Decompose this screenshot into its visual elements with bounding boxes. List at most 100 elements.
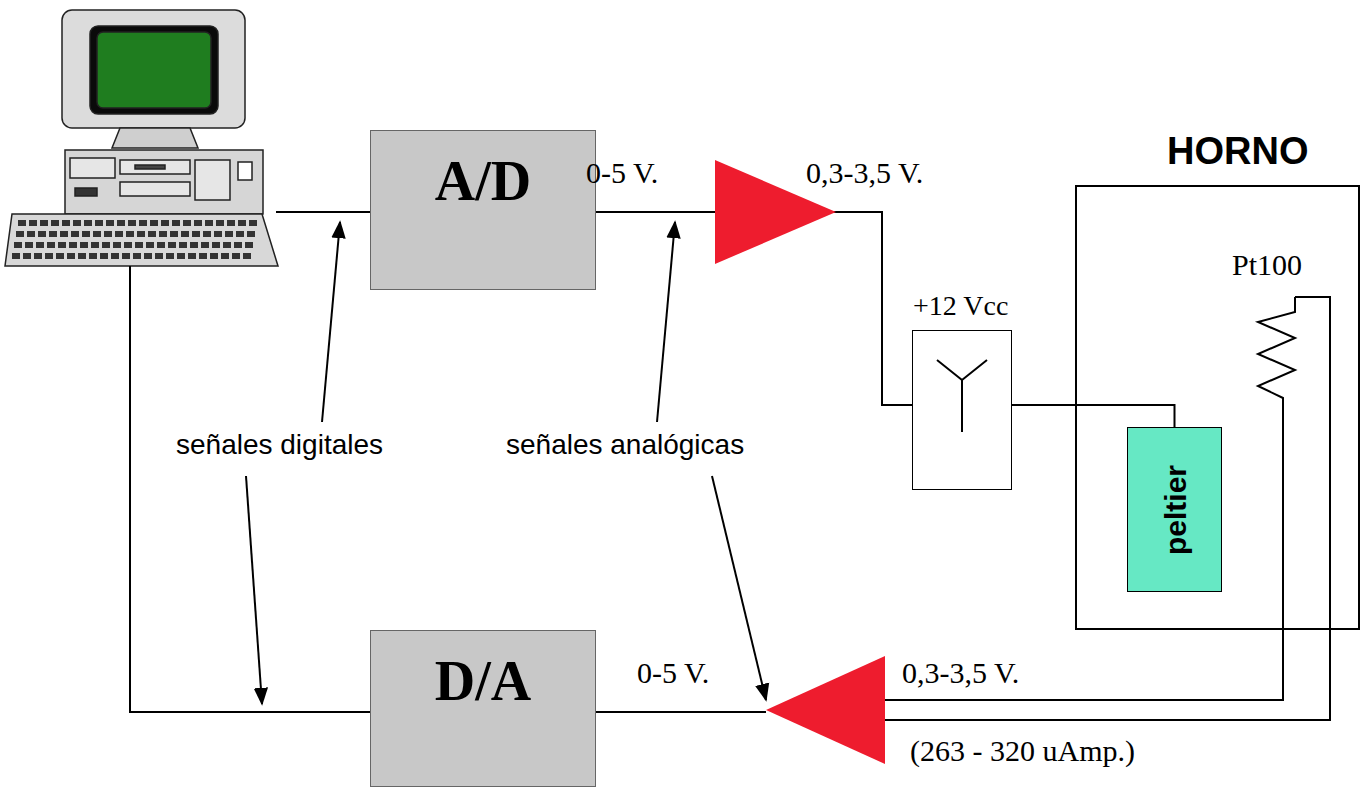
leader-arrow — [657, 222, 675, 422]
computer-icon — [111, 253, 119, 259]
computer-icon — [56, 253, 64, 259]
computer-icon — [93, 231, 101, 237]
computer-icon — [120, 182, 190, 196]
computer-icon — [223, 242, 231, 248]
computer-icon — [234, 242, 242, 248]
computer-icon — [150, 220, 158, 226]
computer-icon — [247, 231, 255, 237]
computer-icon — [159, 231, 167, 237]
computer-icon — [195, 160, 230, 200]
amplifier-triangle — [766, 656, 885, 764]
computer-icon — [172, 220, 180, 226]
computer-icon — [5, 10, 278, 266]
computer-icon — [210, 253, 218, 259]
computer-icon — [14, 242, 22, 248]
computer-icon — [23, 253, 31, 259]
computer-icon — [214, 231, 222, 237]
computer-icon — [238, 162, 252, 180]
computer-icon — [122, 253, 130, 259]
computer-icon — [139, 220, 147, 226]
signal-type-note: señales analógicas — [506, 430, 744, 461]
computer-icon — [106, 220, 114, 226]
computer-icon — [18, 220, 26, 226]
computer-icon — [148, 231, 156, 237]
signal-wire — [276, 211, 370, 213]
computer-icon — [168, 242, 176, 248]
computer-icon — [75, 188, 97, 196]
computer-icon — [5, 214, 278, 266]
computer-icon — [221, 253, 229, 259]
computer-icon — [73, 220, 81, 226]
signal-connector — [1012, 405, 1175, 427]
converter-name: A/D — [371, 131, 595, 213]
computer-icon — [236, 231, 244, 237]
computer-icon — [102, 242, 110, 248]
computer-icon — [51, 220, 59, 226]
computer-icon — [113, 242, 121, 248]
supply-label: +12 Vcc — [913, 291, 1008, 322]
computer-icon — [12, 253, 20, 259]
computer-icon — [155, 253, 163, 259]
computer-icon — [97, 32, 211, 108]
computer-icon — [80, 242, 88, 248]
signal-wire — [130, 212, 1330, 720]
computer-icon — [62, 220, 70, 226]
computer-icon — [245, 242, 253, 248]
computer-icon — [16, 231, 24, 237]
computer-icon — [225, 231, 233, 237]
computer-icon — [70, 158, 115, 178]
computer-icon — [203, 231, 211, 237]
computer-icon — [201, 242, 209, 248]
computer-icon — [192, 231, 200, 237]
computer-icon — [126, 231, 134, 237]
computer-icon — [117, 220, 125, 226]
computer-icon — [112, 128, 198, 148]
computer-icon — [166, 253, 174, 259]
computer-icon — [65, 150, 263, 214]
transistor-symbol — [961, 380, 963, 432]
peltier-name: peltier — [1158, 464, 1191, 554]
computer-icon — [216, 220, 224, 226]
computer-icon — [227, 220, 235, 226]
transistor-symbol — [937, 360, 987, 380]
computer-icon — [36, 242, 44, 248]
computer-icon — [243, 253, 251, 259]
computer-icon — [78, 253, 86, 259]
computer-icon — [135, 242, 143, 248]
computer-icon — [91, 242, 99, 248]
computer-icon — [238, 220, 246, 226]
computer-icon — [38, 231, 46, 237]
computer-icon — [133, 253, 141, 259]
computer-icon — [82, 231, 90, 237]
voltage-range: 0-5 V. — [586, 156, 658, 189]
resistor-symbol — [1258, 297, 1295, 418]
peltier-box: peltier — [1127, 427, 1222, 592]
computer-icon — [27, 231, 35, 237]
computer-icon — [45, 253, 53, 259]
voltage-range: 0,3-3,5 V. — [806, 156, 923, 189]
computer-icon — [124, 242, 132, 248]
computer-icon — [40, 220, 48, 226]
transistor-symbol — [937, 360, 987, 432]
voltage-range: 0,3-3,5 V. — [902, 656, 1019, 689]
computer-icon — [89, 253, 97, 259]
computer-icon — [135, 165, 165, 169]
computer-icon — [183, 220, 191, 226]
computer-icon — [12, 220, 257, 259]
computer-icon — [181, 231, 189, 237]
computer-icon — [194, 220, 202, 226]
computer-icon — [144, 253, 152, 259]
computer-icon — [90, 26, 218, 114]
transistor-box: +12 Vcc — [912, 330, 1012, 490]
computer-icon — [29, 220, 37, 226]
converter-box: A/D — [370, 130, 596, 290]
converter-name: D/A — [371, 631, 595, 713]
computer-icon — [47, 242, 55, 248]
computer-icon — [157, 242, 165, 248]
computer-icon — [58, 242, 66, 248]
computer-icon — [188, 253, 196, 259]
signal-wire — [578, 711, 766, 713]
voltage-range: 0-5 V. — [637, 656, 709, 689]
computer-icon — [161, 220, 169, 226]
leader-arrow — [322, 222, 340, 422]
